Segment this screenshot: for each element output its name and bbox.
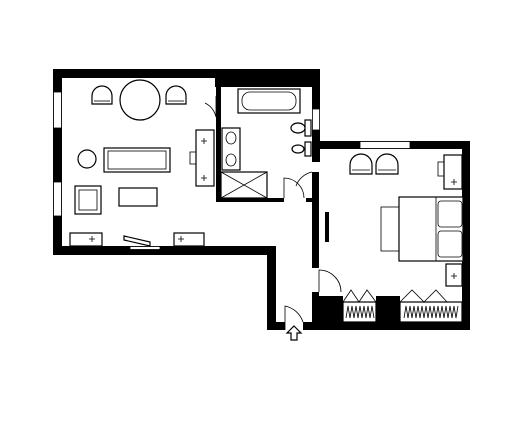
dining-chair-right (165, 85, 187, 105)
double-vanity (221, 127, 241, 171)
entrance-door-swing (284, 305, 304, 330)
bathroom (220, 88, 312, 199)
side-table (77, 149, 97, 169)
hallway (284, 171, 342, 341)
sofa (103, 147, 171, 173)
bedroom (342, 153, 464, 323)
windows (53, 91, 411, 250)
entrance-arrow-icon (285, 325, 303, 341)
toilet (290, 119, 312, 137)
bedroom-chair-left (349, 153, 373, 175)
bench (123, 235, 151, 247)
nightstand-top (437, 154, 463, 190)
dining-chair-left (91, 85, 113, 105)
double-bed (380, 196, 464, 262)
living-room (69, 79, 217, 247)
interior-walls (216, 87, 400, 330)
bidet (291, 141, 312, 157)
coffee-table (118, 187, 158, 207)
bedroom-door-swing (318, 269, 342, 293)
bathtub (237, 88, 301, 114)
sideboard-left (69, 232, 103, 247)
nightstand-bottom (445, 263, 463, 287)
living-door-swing (204, 96, 217, 118)
shower (220, 171, 268, 199)
hall-door-swing (295, 171, 313, 187)
wardrobe-right (399, 289, 463, 323)
wardrobe-left (342, 289, 377, 323)
bathroom-door-swing (283, 177, 305, 199)
desk-with-lamp (189, 129, 215, 187)
sideboard-right (173, 232, 205, 247)
armchair (74, 185, 102, 215)
dining-table (119, 79, 161, 121)
bedroom-chair-right (375, 153, 399, 175)
